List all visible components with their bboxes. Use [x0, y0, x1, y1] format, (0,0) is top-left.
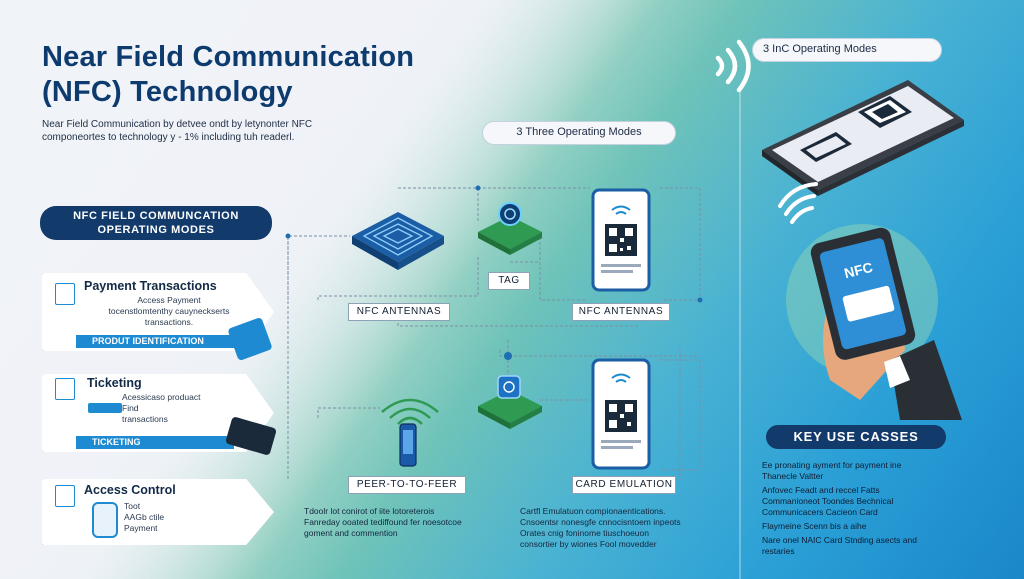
- use-case-item: Ee pronating ayment for payment ine Than…: [762, 460, 902, 481]
- page-title: Near Field Communication (NFC) Technolog…: [42, 40, 492, 110]
- connector-line: [660, 187, 701, 301]
- use-case-item: Anfovec Feadt and reccel Fatts Commanion…: [762, 485, 894, 517]
- hand-phone-icon: [786, 224, 962, 420]
- use-case-item: Nare onel NAIC Card Stnding asects and r…: [762, 535, 917, 556]
- keycard-icon: [92, 502, 118, 538]
- page-subtitle: Near Field Communication by detvee ondt …: [42, 118, 402, 144]
- operating-modes-banner: NFC FIELD COMMUNCATION OPERATING MODES: [40, 206, 272, 240]
- peer-chip-icon: [478, 375, 542, 429]
- nfc-wave-icon: [778, 182, 818, 224]
- card-band: TICKETING: [76, 436, 234, 449]
- ticket-icon: [55, 378, 75, 400]
- note-item: Cnsoentsr nonesgfe cnnocisntoem inpeots: [520, 517, 681, 527]
- card-title: Payment Transactions: [84, 279, 217, 293]
- use-case-item: Flaymeine Scenn bis a aihe: [762, 521, 867, 531]
- phone-qr-icon: [591, 358, 651, 470]
- connector-line: [539, 232, 585, 301]
- nfc-wave-icon: [715, 39, 751, 93]
- key-use-cases-title: KEY USE CASSES: [766, 425, 946, 449]
- connector-line: [660, 359, 701, 471]
- note-item: Cartfl Emulatuon compionaentications.: [520, 506, 666, 516]
- connector-line: [287, 235, 350, 300]
- title-line-2: (NFC) Technology: [42, 76, 293, 108]
- label-card-emulation: CARD EMULATION: [572, 476, 676, 494]
- peer-device-icon: [381, 398, 439, 467]
- card-notes: Cartfl Emulatuon compionaentications. Cn…: [520, 506, 720, 550]
- connector-line: [317, 407, 380, 418]
- card-description: Access Payment tocenstlomtenthy cauyneck…: [108, 295, 230, 327]
- junction-dot: [504, 352, 512, 360]
- ticket-small-icon: [88, 403, 122, 413]
- card-title: Ticketing: [87, 376, 142, 390]
- card-description: Toot AAGb ctile Payment: [124, 501, 165, 533]
- tag-chip-icon: [478, 202, 542, 255]
- connector-line: [317, 255, 479, 300]
- card-access-control: [42, 479, 274, 545]
- card-description: Acessicaso produact Find transactions: [122, 392, 201, 424]
- note-item: Fanreday ooated tediffound fer noesotcoe…: [304, 517, 462, 538]
- subtitle-line-2: componeortes to technology y - 1% includ…: [42, 132, 295, 143]
- peer-notes: Tdoolr lot conirot of iite lotoreterois …: [304, 506, 504, 539]
- access-card-icon: [55, 485, 75, 507]
- payment-card-icon: [55, 283, 75, 305]
- phone-qr-icon: [591, 188, 651, 292]
- label-tag: TAG: [488, 272, 530, 290]
- note-item: Orates cnig foninome tiuschoeuon consort…: [520, 528, 657, 549]
- nfc-antenna-chip-icon: [352, 212, 444, 270]
- connector-line: [398, 187, 479, 222]
- label-nfc-antennas: NFC ANTENNAS: [572, 303, 670, 321]
- connector-line: [499, 350, 700, 357]
- title-line-1: Near Field Communication: [42, 41, 415, 73]
- phone-qr-large-icon: [762, 80, 964, 196]
- card-band: PRODUT IDENTIFICATION: [76, 335, 234, 348]
- inc-operating-modes-pill: 3 InC Operating Modes: [752, 38, 942, 62]
- three-operating-modes-pill: 3 Three Operating Modes: [482, 121, 676, 145]
- note-item: Tdoolr lot conirot of iite lotoreterois: [304, 506, 435, 516]
- label-nfc-antennas: NFC ANTENNAS: [348, 303, 450, 321]
- subtitle-line-1: Near Field Communication by detvee ondt …: [42, 119, 313, 130]
- key-use-cases-list: Ee pronating ayment for payment ine Than…: [762, 460, 1002, 557]
- card-title: Access Control: [84, 483, 176, 497]
- label-peer-to-peer: PEER-TO-TO-FEER: [348, 476, 466, 494]
